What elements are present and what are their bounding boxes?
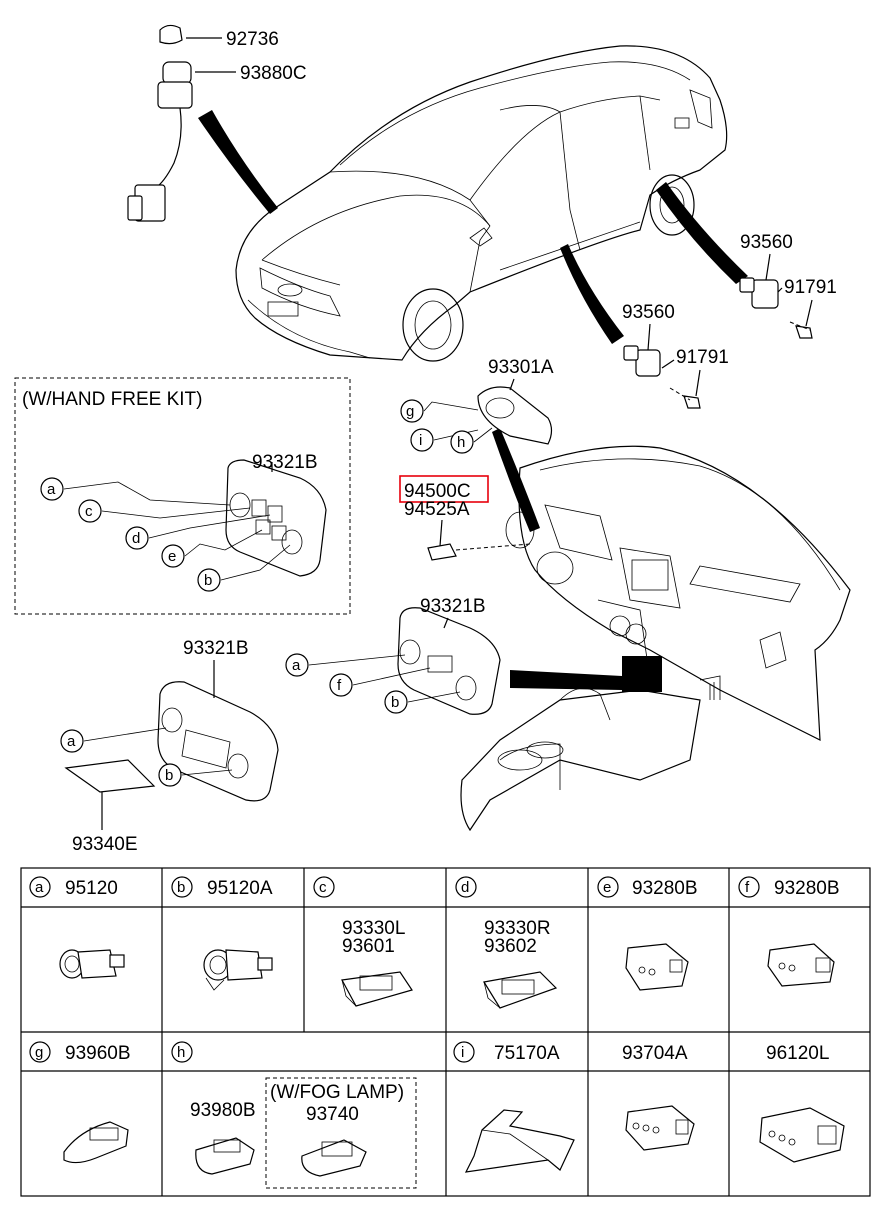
cell-part-number: 93330R [484,918,551,939]
table-header-a: a 95120 [29,876,118,899]
pointer-wedge-console [510,670,622,690]
fog-lamp-title: (W/FOG LAMP) [270,1082,404,1103]
cell-part-number: 93980B [190,1100,256,1121]
door-switch-93560-upper: 93560 91791 [739,232,837,339]
hand-free-kit-box [14,377,351,615]
cell-part-number: 93704A [622,1043,688,1064]
callout-d: d [132,530,140,547]
part-image-95120a [203,949,273,991]
table-header-b: b 95120A [171,876,273,899]
callouts-handsfree: a c d e b [40,477,291,592]
table-header-e: e 93280B [597,876,698,899]
part-image-93280b-f [767,943,835,987]
table-header-h: h [171,1041,193,1063]
part-cell-h: 93980B [190,1100,256,1175]
fog-lamp-box [265,1077,417,1189]
door-switch-93560-lower: 93560 91791 [622,302,729,409]
label-93321b-left: 93321B [183,638,249,659]
cell-part-number: 93330L [342,918,405,939]
part-image-93280b-e [625,943,689,991]
bezel-93301a: 93301A g i h [400,357,554,454]
part-image-96120l [759,1107,845,1163]
label-92736: 92736 [226,29,279,50]
callout-b-left: b [165,767,173,784]
cell-letter: g [35,1044,43,1061]
cell-part-number: 93602 [484,936,537,957]
label-93321b-handsfree: 93321B [252,452,318,473]
pointer-wedge-hood [198,110,278,214]
callout-a-left: a [67,733,76,750]
cell-letter: d [461,879,469,896]
switch-panel-93321b-left: 93321B a b 93340E [60,638,279,855]
parts-table [20,867,871,1197]
pointer-wedge-rear-door [656,182,748,284]
label-94500c: 94500C [404,481,471,502]
label-93340e: 93340E [72,834,138,855]
cell-letter: i [461,1044,464,1061]
table-header-c: c [313,876,335,898]
cell-letter: c [319,879,327,896]
pointer-wedge-dash [492,428,540,532]
part-cell-d: 93330R 93602 [483,918,558,1009]
sensor-93880c: 93880C [127,61,307,222]
dashboard-illustration [460,445,851,832]
callout-c: c [85,503,93,520]
label-93321b-mid: 93321B [420,596,486,617]
callout-b: b [204,572,212,589]
part-image-93704a [625,1105,695,1151]
table-header-d: d [455,876,477,898]
callout-a: a [47,481,56,498]
label-93880c: 93880C [240,63,307,84]
label-93301a: 93301A [488,357,554,378]
label-91791-upper: 91791 [784,277,837,298]
highlight-box-94500c [399,475,489,503]
callout-b-mid: b [391,694,399,711]
sensor-94525a [427,519,531,561]
switch-panel-93321b-handsfree: 93321B [225,452,327,577]
table-header-g: g 93960B [29,1041,131,1064]
cell-letter: e [603,879,611,896]
cell-part-number: 95120A [207,878,273,899]
cell-part-number: 93280B [774,878,840,899]
cell-part-number: 93280B [632,878,698,899]
table-header-96120l: 96120L [766,1043,829,1064]
callout-g: g [406,403,414,420]
label-91791-lower: 91791 [676,347,729,368]
pointer-wedge-door [560,244,624,344]
callout-f-mid: f [337,677,342,694]
part-image-93960b [63,1121,129,1164]
label-94525a: 94525A [404,499,470,520]
switch-panel-93321b-mid: 93321B a f b [285,596,501,715]
table-header-93704a: 93704A [622,1043,688,1064]
sensor-cap-92736: 92736 [159,24,279,50]
cell-part-number: 93601 [342,936,395,957]
console-switch-location [622,656,662,692]
cell-part-number: 95120 [65,878,118,899]
cell-letter: a [35,879,44,896]
fog-lamp-cell: (W/FOG LAMP) 93740 [270,1082,404,1177]
part-cell-c: 93330L 93601 [341,918,413,1007]
car-illustration [235,45,728,362]
fog-lamp-part-number: 93740 [306,1104,359,1125]
cell-part-number: 96120L [766,1043,829,1064]
cell-letter: f [745,879,750,896]
cell-letter: b [177,879,185,896]
label-93560-upper: 93560 [740,232,793,253]
label-93560-lower: 93560 [622,302,675,323]
callout-a-mid: a [292,657,301,674]
part-image-75170a [464,1109,575,1173]
part-image-95120 [59,949,125,979]
table-header-i: i 75170A [453,1041,560,1064]
table-header-f: f 93280B [738,876,840,899]
cell-letter: h [177,1044,185,1061]
hand-free-kit-title: (W/HAND FREE KIT) [22,389,203,410]
callout-e: e [168,548,176,565]
callout-i: i [419,432,422,449]
cell-part-number: 93960B [65,1043,131,1064]
callout-h: h [457,434,465,451]
cell-part-number: 75170A [494,1043,560,1064]
